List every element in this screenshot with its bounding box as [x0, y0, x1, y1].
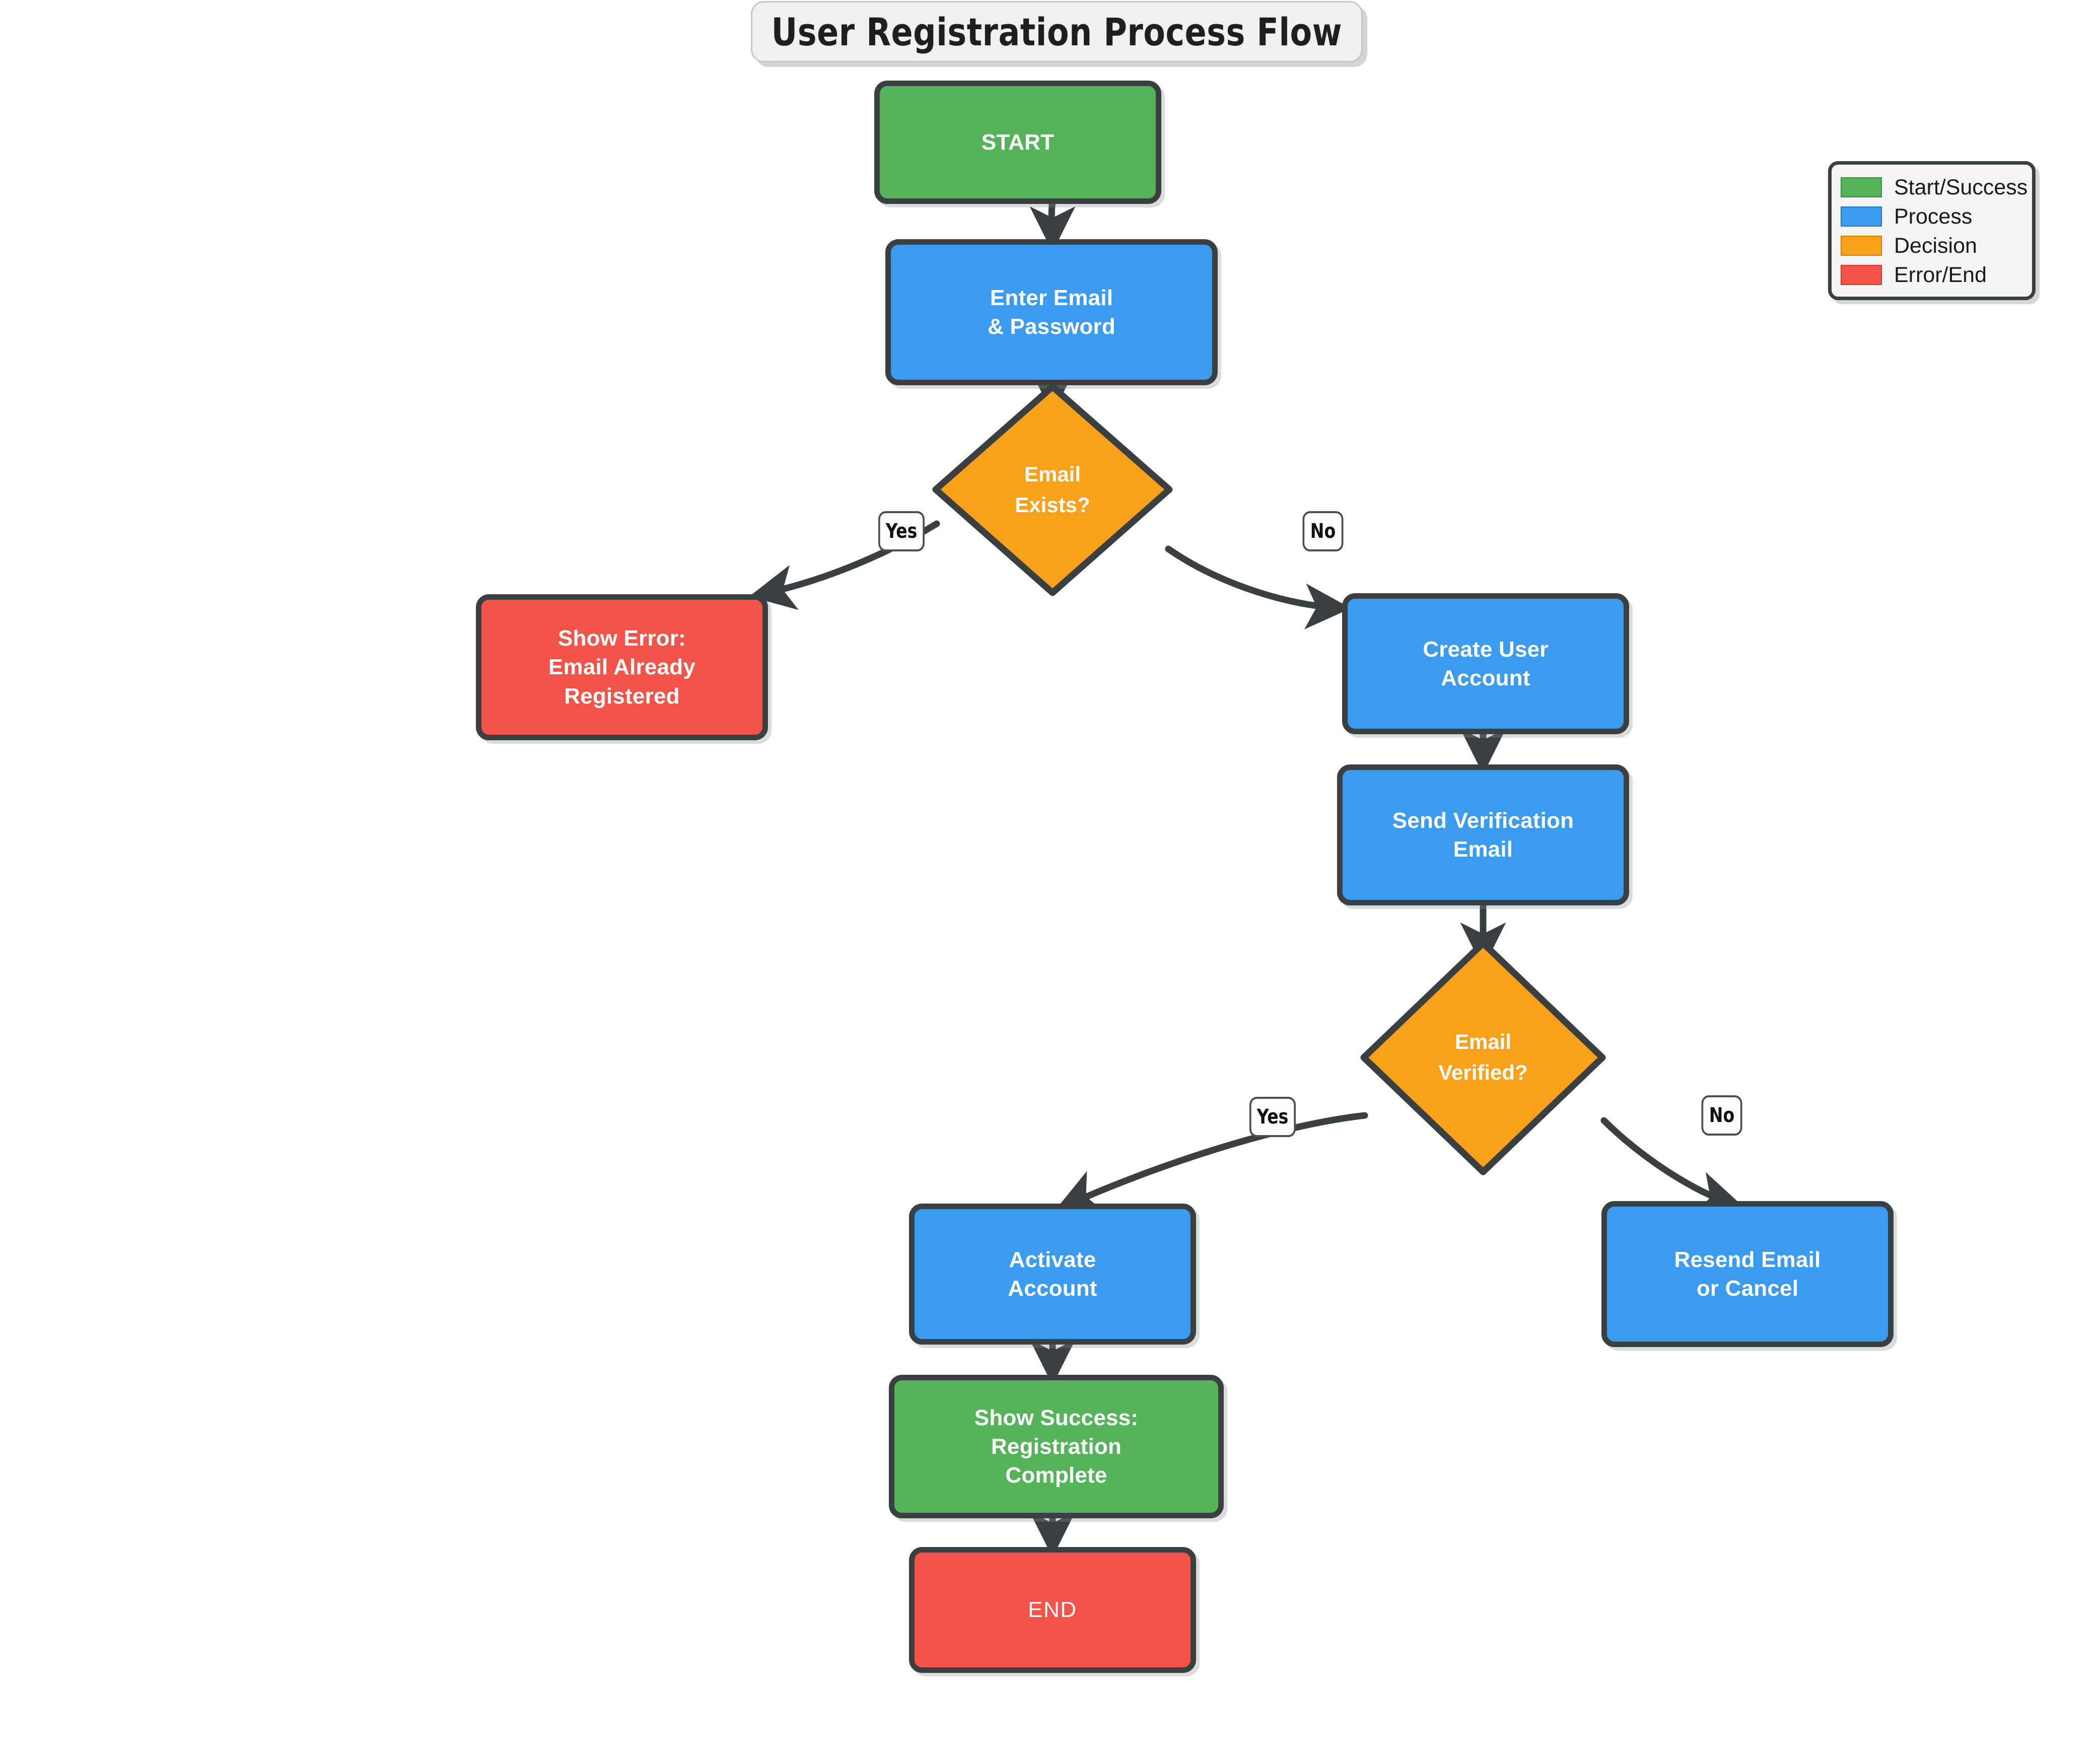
- node-start[interactable]: START: [874, 81, 1161, 204]
- chart-title-box: User Registration Process Flow: [751, 1, 1363, 62]
- node-show-success-label: Show Success: Registration Complete: [974, 1405, 1139, 1488]
- node-create-user[interactable]: Create User Account: [1342, 593, 1629, 734]
- edge-label-email-verified-yes: Yes: [1249, 1097, 1296, 1137]
- edge-start-to-enter-credentials: [1029, 197, 1076, 252]
- node-start-label: START: [981, 129, 1055, 155]
- node-resend-email-label: Resend Email or Cancel: [1674, 1247, 1821, 1301]
- legend-label-decision: Decision: [1894, 233, 1977, 258]
- node-send-verification-label: Send Verification Email: [1392, 808, 1574, 862]
- legend-swatch-start-success: [1841, 177, 1882, 197]
- node-resend-email[interactable]: Resend Email or Cancel: [1601, 1201, 1894, 1347]
- legend-label-start-success: Start/Success: [1894, 175, 2028, 199]
- node-send-verification[interactable]: Send Verification Email: [1337, 764, 1629, 905]
- legend-label-error-end: Error/End: [1894, 262, 1987, 287]
- edge-email-verified-yes-to-activate: [1055, 1112, 1368, 1213]
- edge-label-email-verified-no: No: [1701, 1095, 1742, 1136]
- node-create-user-label: Create User Account: [1423, 637, 1549, 690]
- node-show-error-label: Show Error: Email Already Registered: [548, 626, 695, 709]
- edge-label-email-exists-yes: Yes: [878, 511, 925, 551]
- node-activate-account-label: Activate Account: [1008, 1247, 1097, 1301]
- edge-label-email-exists-no: No: [1302, 511, 1344, 551]
- legend-label-process: Process: [1894, 204, 1973, 229]
- legend-item-start-success: Start/Success: [1841, 173, 2027, 202]
- node-enter-credentials[interactable]: Enter Email & Password: [885, 239, 1218, 385]
- node-enter-credentials-label: Enter Email & Password: [988, 285, 1115, 339]
- node-end[interactable]: END: [909, 1547, 1196, 1673]
- legend: Start/Success Process Decision Error/End: [1828, 161, 2036, 300]
- node-activate-account[interactable]: Activate Account: [909, 1204, 1196, 1345]
- legend-swatch-error-end: [1841, 265, 1882, 285]
- node-email-exists[interactable]: Email Exists?: [932, 383, 1173, 597]
- page-title: User Registration Process Flow: [771, 9, 1343, 54]
- legend-item-process: Process: [1841, 202, 2023, 231]
- legend-swatch-decision: [1841, 236, 1882, 256]
- node-email-verified[interactable]: Email Verified?: [1360, 939, 1606, 1176]
- legend-item-error-end: Error/End: [1841, 260, 2023, 290]
- legend-swatch-process: [1841, 206, 1882, 227]
- legend-item-decision: Decision: [1841, 231, 2023, 260]
- edge-email-exists-no-to-create-user: [1165, 545, 1351, 629]
- node-end-label: END: [1028, 1597, 1077, 1623]
- node-show-success[interactable]: Show Success: Registration Complete: [889, 1375, 1224, 1518]
- node-show-error[interactable]: Show Error: Email Already Registered: [476, 594, 768, 740]
